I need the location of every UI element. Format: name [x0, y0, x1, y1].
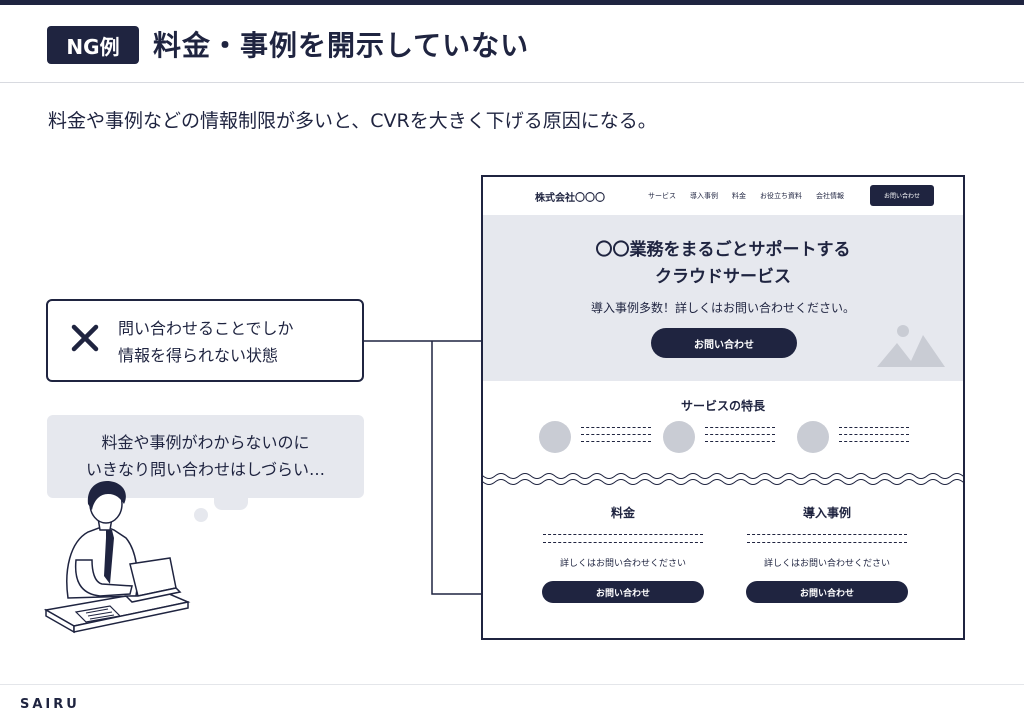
case-studies-placeholder-line — [747, 534, 907, 535]
bubble-tail — [214, 494, 248, 510]
person-at-laptop-illustration — [43, 480, 200, 634]
feature-text-placeholder — [705, 427, 775, 448]
nav-item-case-studies[interactable]: 導入事例 — [690, 192, 718, 200]
nav-contact-button[interactable]: お問い合わせ — [870, 185, 934, 206]
mock-hero-section: 〇〇業務をまるごとサポートする クラウドサービス 導入事例多数！詳しくはお問い合… — [483, 215, 963, 381]
ng-state-line: 問い合わせることでしか — [118, 319, 294, 338]
footer-divider — [0, 684, 1024, 685]
header-divider — [0, 82, 1024, 83]
pricing-title: 料金 — [610, 506, 635, 520]
hero-title-line: 〇〇業務をまるごとサポートする — [595, 240, 851, 260]
bubble-tail-dot — [194, 508, 208, 522]
image-placeholder-icon — [877, 325, 945, 367]
thought-line: 料金や事例がわからないのに — [101, 433, 310, 452]
case-studies-note: 詳しくはお問い合わせください — [763, 559, 890, 569]
wave-divider — [483, 473, 963, 485]
thought-line: いきなり問い合わせはしづらい… — [85, 460, 326, 479]
feature-item — [797, 421, 917, 453]
pricing-placeholder-line — [543, 542, 703, 543]
case-studies-placeholder-line — [747, 542, 907, 543]
slide-subtitle: 料金や事例などの情報制限が多いと、CVRを大きく下げる原因になる。 — [48, 110, 657, 132]
hero-contact-button[interactable]: お問い合わせ — [651, 328, 797, 358]
slide-title: 料金・事例を開示していない — [153, 29, 530, 62]
nav-item-resources[interactable]: お役立ち資料 — [760, 192, 802, 200]
pricing-placeholder-line — [543, 534, 703, 535]
feature-item — [539, 421, 659, 453]
case-studies-title: 導入事例 — [802, 506, 851, 520]
features-title: サービスの特長 — [680, 399, 765, 413]
thought-text: 料金や事例がわからないのに いきなり問い合わせはしづらい… — [47, 429, 364, 483]
hero-title: 〇〇業務をまるごとサポートする クラウドサービス — [483, 237, 963, 291]
mock-website: 株式会社〇〇〇 サービス 導入事例 料金 お役立ち資料 会社情報 お問い合わせ … — [481, 175, 965, 640]
nav-item-company[interactable]: 会社情報 — [816, 192, 844, 200]
ng-state-text: 問い合わせることでしか 情報を得られない状態 — [118, 315, 294, 369]
ng-state-box: 問い合わせることでしか 情報を得られない状態 — [46, 299, 364, 382]
ng-state-line: 情報を得られない状態 — [118, 346, 279, 365]
case-studies-contact-button[interactable]: お問い合わせ — [746, 581, 908, 603]
brand-logo: SAIRU — [20, 697, 80, 712]
feature-text-placeholder — [581, 427, 651, 448]
mock-site-nav: サービス 導入事例 料金 お役立ち資料 会社情報 — [648, 191, 844, 201]
pricing-contact-button[interactable]: お問い合わせ — [542, 581, 704, 603]
feature-text-placeholder — [839, 427, 909, 448]
feature-image-placeholder — [663, 421, 695, 453]
mock-site-header: 株式会社〇〇〇 サービス 導入事例 料金 お役立ち資料 会社情報 お問い合わせ — [483, 177, 963, 215]
hero-title-line: クラウドサービス — [655, 267, 791, 287]
thought-bubble: 料金や事例がわからないのに いきなり問い合わせはしづらい… — [47, 415, 364, 498]
nav-item-services[interactable]: サービス — [648, 192, 676, 200]
ng-badge: NG例 — [47, 26, 139, 64]
mock-site-logo[interactable]: 株式会社〇〇〇 — [535, 193, 605, 204]
pricing-note: 詳しくはお問い合わせください — [559, 559, 686, 569]
feature-image-placeholder — [539, 421, 571, 453]
top-accent-bar — [0, 0, 1024, 5]
x-mark-icon — [71, 324, 99, 352]
nav-item-pricing[interactable]: 料金 — [732, 192, 746, 200]
hero-subtitle: 導入事例多数！詳しくはお問い合わせください。 — [590, 301, 855, 315]
feature-image-placeholder — [797, 421, 829, 453]
feature-item — [663, 421, 783, 453]
